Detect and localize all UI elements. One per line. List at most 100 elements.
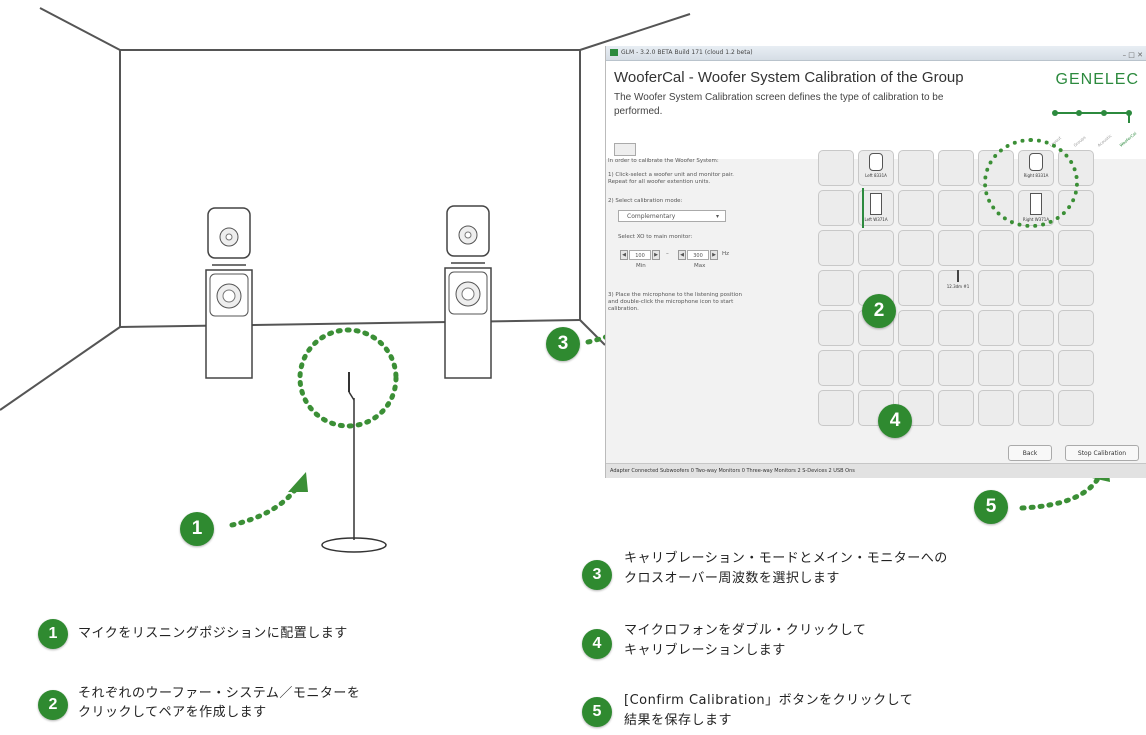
grid-cell[interactable] <box>1058 390 1094 426</box>
monitor-device-icon[interactable]: Left 8331A <box>858 152 894 178</box>
instructions-intro: In order to calibrate the Woofer System: <box>608 158 719 164</box>
arrow-1-dots <box>229 487 298 528</box>
grid-cell[interactable] <box>938 310 974 346</box>
grid-cell[interactable] <box>818 310 854 346</box>
left-monitor-speaker <box>207 207 251 266</box>
device-label: Left W371A <box>864 217 888 222</box>
legend-badge-2: 2 <box>38 690 68 720</box>
legend-caption-3-line2: クロスオーバー周波数を選択します <box>624 571 840 586</box>
max-decrease-button[interactable]: ◀ <box>678 250 686 260</box>
min-decrease-button[interactable]: ◀ <box>620 250 628 260</box>
callout-badge-3: 3 <box>546 327 580 361</box>
grid-cell[interactable] <box>1058 230 1094 266</box>
grid-cell[interactable] <box>978 350 1014 386</box>
legend-badge-3: 3 <box>582 560 612 590</box>
grid-cell[interactable] <box>938 350 974 386</box>
max-label: Max <box>694 263 706 269</box>
glm-app-icon <box>610 49 618 56</box>
calibration-mode-select[interactable]: Complementary ▾ <box>618 210 726 222</box>
grid-cell[interactable] <box>1018 270 1054 306</box>
grid-cell[interactable] <box>978 230 1014 266</box>
grid-cell[interactable] <box>938 150 974 186</box>
instructions-panel: In order to calibrate the Woofer System:… <box>606 158 811 448</box>
instructions-step3: 3) Place the microphone to the listening… <box>608 292 742 312</box>
grid-cell[interactable] <box>818 150 854 186</box>
grid-cell[interactable] <box>858 230 894 266</box>
back-button[interactable]: Back <box>1008 445 1052 461</box>
window-controls[interactable]: – □ ✕ <box>1122 51 1143 59</box>
grid-cell[interactable] <box>818 190 854 226</box>
microphone-shape <box>957 270 959 282</box>
grid-cell[interactable] <box>898 310 934 346</box>
callout-badge-1: 1 <box>180 512 214 546</box>
grid-cell[interactable] <box>898 190 934 226</box>
grid-cell[interactable] <box>818 230 854 266</box>
max-frequency-field[interactable]: 300 <box>687 250 709 260</box>
grid-cell[interactable] <box>978 390 1014 426</box>
grid-cell[interactable] <box>818 390 854 426</box>
step-label-acoustic: Acoustic <box>1096 133 1112 148</box>
grid-cell[interactable] <box>1058 310 1094 346</box>
arrow-5-dots <box>1019 472 1103 511</box>
grid-cell[interactable] <box>938 190 974 226</box>
page-title: WooferCal - Woofer System Calibration of… <box>614 69 964 86</box>
legend-badge-5: 5 <box>582 697 612 727</box>
grid-cell[interactable] <box>1018 230 1054 266</box>
grid-cell[interactable] <box>978 270 1014 306</box>
help-button[interactable] <box>614 143 636 156</box>
min-increase-button[interactable]: ▶ <box>652 250 660 260</box>
grid-cell[interactable] <box>818 270 854 306</box>
left-woofer-speaker <box>205 269 253 379</box>
legend-caption-2-line2: クリックしてペアを作成します <box>78 705 267 720</box>
grid-cell[interactable] <box>1018 310 1054 346</box>
grid-cell[interactable] <box>938 390 974 426</box>
grid-cell[interactable] <box>1058 350 1094 386</box>
window-titlebar: GLM - 3.2.0 BETA Build 171 (cloud 1.2 be… <box>606 46 1146 61</box>
grid-cell[interactable] <box>1018 350 1054 386</box>
legend-badge-1: 1 <box>38 619 68 649</box>
grid-cell[interactable] <box>898 230 934 266</box>
monitor-shape <box>869 153 883 171</box>
legend-caption-4-line1: マイクロフォンをダブル・クリックして <box>624 623 867 638</box>
woofer-shape <box>870 193 882 215</box>
max-increase-button[interactable]: ▶ <box>710 250 718 260</box>
legend-caption-3-line1: キャリブレーション・モードとメイン・モニターへの <box>624 551 948 566</box>
legend-badge-4: 4 <box>582 629 612 659</box>
instructions-step2: 2) Select calibration mode: <box>608 198 683 204</box>
grid-cell[interactable] <box>1058 270 1094 306</box>
window-title: GLM - 3.2.0 BETA Build 171 (cloud 1.2 be… <box>621 49 753 56</box>
room-floor-left-line <box>0 326 121 411</box>
grid-cell[interactable] <box>898 350 934 386</box>
step-label-groups: Groups <box>1072 135 1086 148</box>
glm-app-window: GLM - 3.2.0 BETA Build 171 (cloud 1.2 be… <box>605 46 1146 478</box>
grid-cell[interactable] <box>1018 390 1054 426</box>
grid-cell[interactable] <box>858 350 894 386</box>
arrow-1-head <box>288 472 308 492</box>
pair-link-line <box>862 188 864 228</box>
callout-badge-2: 2 <box>862 294 896 328</box>
room-ceiling-right-line <box>579 13 691 51</box>
grid-cell[interactable] <box>938 230 974 266</box>
legend-caption-5-line2: 結果を保存します <box>624 713 733 728</box>
callout-badge-4: 4 <box>878 404 912 438</box>
genelec-logo: GENELEC <box>1055 71 1139 88</box>
grid-cell[interactable] <box>938 270 974 306</box>
microphone-highlight-circle <box>297 327 399 429</box>
grid-cell[interactable] <box>978 310 1014 346</box>
grid-cell[interactable] <box>818 350 854 386</box>
instructions-step1: 1) Click-select a woofer unit and monito… <box>608 172 734 185</box>
confirm-calibration-button[interactable]: Stop Calibration <box>1065 445 1139 461</box>
wizard-step-indicator: Layout Groups Acoustic WooferCal <box>1049 110 1137 148</box>
room-ceiling-left-line <box>39 7 121 51</box>
grid-cell[interactable] <box>898 270 934 306</box>
microphone-icon[interactable]: 12.3dm #1 <box>940 270 976 289</box>
legend-caption-1: マイクをリスニングポジションに配置します <box>78 626 348 641</box>
microphone-stand <box>321 372 387 553</box>
room-back-wall-bottom <box>119 319 581 328</box>
min-frequency-field[interactable]: 100 <box>629 250 651 260</box>
grid-cell[interactable] <box>898 150 934 186</box>
right-woofer-speaker <box>444 267 492 379</box>
page-description: The Woofer System Calibration screen def… <box>614 92 944 117</box>
chevron-down-icon: ▾ <box>715 213 719 220</box>
woofer-device-icon[interactable]: Left W371A <box>858 192 894 222</box>
